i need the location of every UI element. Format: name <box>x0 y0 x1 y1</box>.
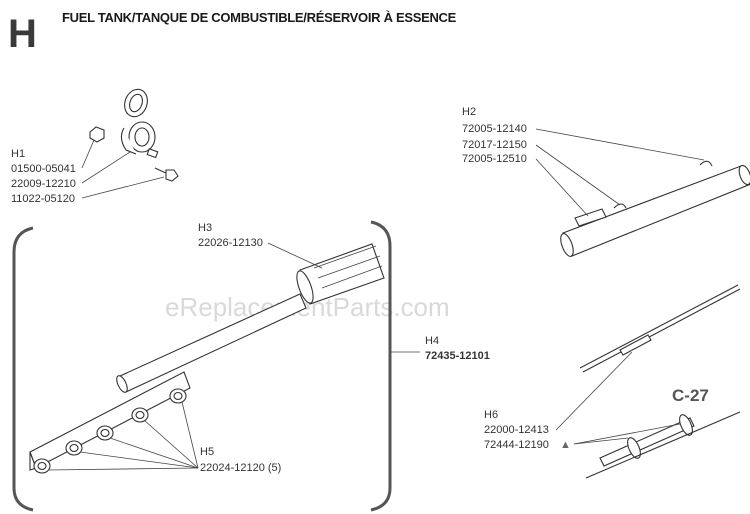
h1-ref: H1 <box>11 148 25 160</box>
h6-triangle-icon: ▲ <box>560 439 571 451</box>
h3-grip-drawing <box>296 243 385 305</box>
h4-ref: H4 <box>425 335 439 347</box>
h1-clamp-drawing <box>89 88 179 182</box>
h1-number-2: 22009-12210 <box>11 178 76 190</box>
left-bracket <box>12 226 34 512</box>
h5-bushings-drawing <box>33 388 187 474</box>
h3-callout: H3 22026-12130 <box>198 222 323 269</box>
h1-number-1: 01500-05041 <box>11 163 76 175</box>
h3-number: 22026-12130 <box>198 237 263 249</box>
h5-number: 22024-12120 (5) <box>200 462 281 474</box>
right-bracket <box>370 220 392 512</box>
h1-callout: H1 01500-05041 22009-12210 11022-05120 <box>11 139 165 205</box>
h2-number-1: 72005-12140 <box>462 123 527 135</box>
page-code: C-27 <box>672 386 709 405</box>
h2-callout: H2 72005-12140 72017-12150 72005-12510 <box>462 106 705 217</box>
h3-ref: H3 <box>198 222 212 234</box>
h4-number: 72435-12101 <box>425 350 490 362</box>
section-letter: H <box>8 12 37 56</box>
h5-callout: H5 22024-12120 (5) <box>47 401 281 474</box>
hex-nut-icon <box>89 126 105 143</box>
h6-callout: H6 22000-12413 72444-12190 ▲ <box>484 351 681 451</box>
screw-icon <box>165 169 179 182</box>
h6-shaft-drawing <box>579 284 741 479</box>
h2-number-3: 72005-12510 <box>462 153 527 165</box>
h2-ref: H2 <box>462 106 476 118</box>
h5-ref: H5 <box>200 446 214 458</box>
h2-number-2: 72017-12150 <box>462 139 527 151</box>
h4-callout: H4 72435-12101 <box>390 335 490 362</box>
h6-number-1: 22000-12413 <box>484 424 549 436</box>
h6-number-2: 72444-12190 <box>484 439 549 451</box>
h2-tube-drawing <box>560 160 750 257</box>
page-title: FUEL TANK/TANQUE DE COMBUSTIBLE/RÉSERVOI… <box>62 10 457 25</box>
h1-number-3: 11022-05120 <box>11 193 75 205</box>
h6-ref: H6 <box>484 409 498 421</box>
